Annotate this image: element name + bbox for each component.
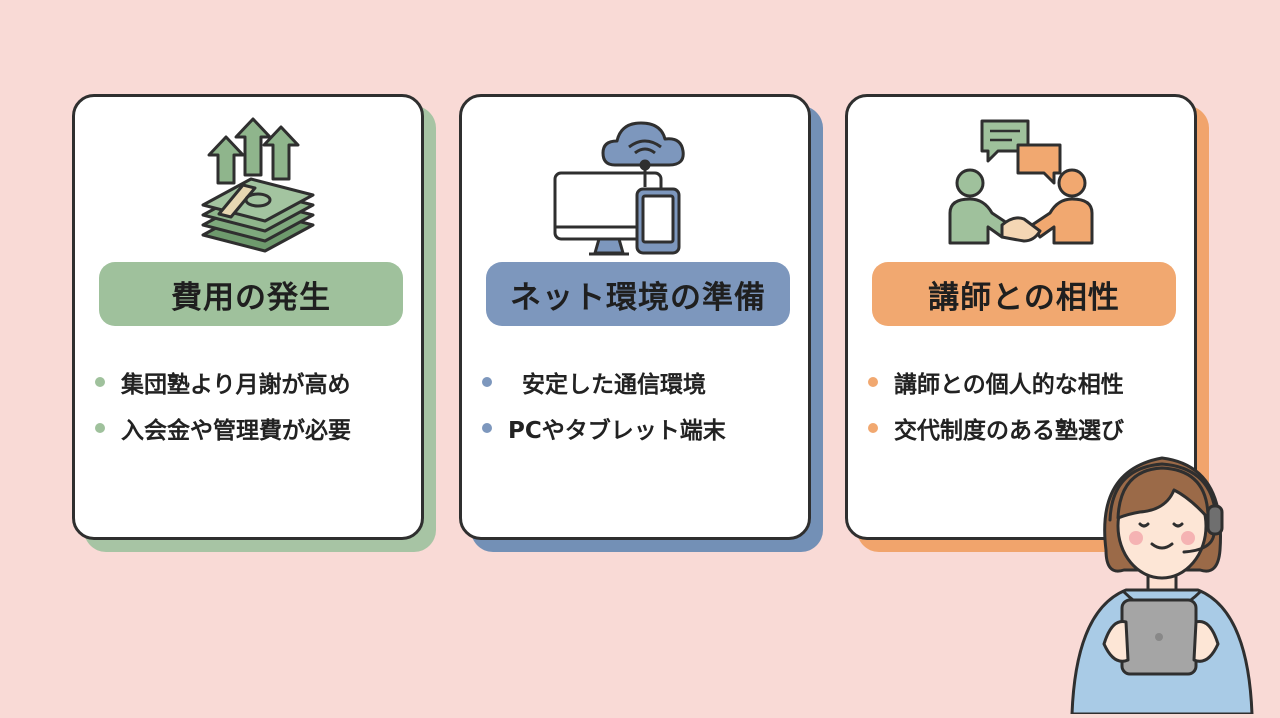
card-body: ネット環境の準備 安定した通信環境 PCやタブレット端末 (459, 94, 811, 540)
bullet-list: 集団塾より月謝が高め 入会金や管理費が必要 (95, 359, 415, 451)
list-item: 集団塾より月謝が高め (95, 359, 415, 405)
list-item: 入会金や管理費が必要 (95, 405, 415, 451)
bullet-dot (868, 377, 878, 387)
card-title: 費用の発生 (99, 262, 403, 326)
card-body: 講師との相性 講師との個人的な相性 交代制度のある塾選び (845, 94, 1197, 540)
bullet-dot (482, 377, 492, 387)
handshake-chat-icon (848, 113, 1194, 263)
bullet-dot (95, 377, 105, 387)
list-item: 安定した通信環境 (482, 359, 802, 405)
card-title: 講師との相性 (872, 262, 1176, 326)
bullet-list: 安定した通信環境 PCやタブレット端末 (482, 359, 802, 451)
money-up-icon (75, 113, 421, 263)
tutor-illustration (1062, 440, 1262, 718)
bullet-dot (482, 423, 492, 433)
list-item: 交代制度のある塾選び (868, 405, 1188, 451)
bullet-dot (95, 423, 105, 433)
bullet-dot (868, 423, 878, 433)
list-item: 講師との個人的な相性 (868, 359, 1188, 405)
card-cost: 費用の発生 集団塾より月謝が高め 入会金や管理費が必要 (72, 94, 436, 552)
bullet-list: 講師との個人的な相性 交代制度のある塾選び (868, 359, 1188, 451)
network-devices-icon (462, 113, 808, 263)
card-title: ネット環境の準備 (486, 262, 790, 326)
card-body: 費用の発生 集団塾より月謝が高め 入会金や管理費が必要 (72, 94, 424, 540)
list-item: PCやタブレット端末 (482, 405, 802, 451)
card-network: ネット環境の準備 安定した通信環境 PCやタブレット端末 (459, 94, 823, 552)
card-tutor-fit: 講師との相性 講師との個人的な相性 交代制度のある塾選び (845, 94, 1209, 552)
